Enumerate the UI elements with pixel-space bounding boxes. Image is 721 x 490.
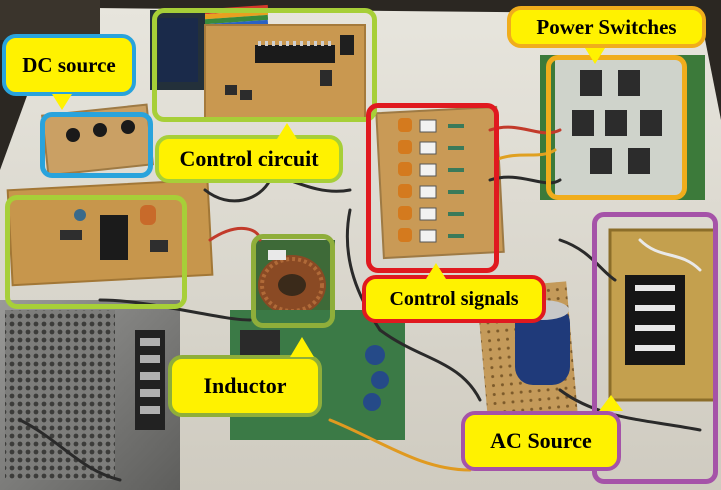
control-circuit-label: Control circuit: [179, 146, 319, 171]
inductor-label: Inductor: [203, 373, 287, 398]
inductor-outline: [251, 234, 335, 328]
dc-source-board: [41, 103, 154, 177]
driver-board-outline: [5, 195, 187, 309]
control-circuit-outline: [152, 8, 377, 122]
dc-source-outline: [40, 112, 153, 178]
inductor-callout-tail: [290, 337, 314, 357]
ac-source-label: AC Source: [490, 428, 592, 453]
ac-source-callout: AC Source: [461, 395, 623, 471]
dc-source-callout: DC source: [2, 34, 136, 110]
ac-source-outline: [592, 212, 718, 484]
power-switches-callout: Power Switches: [507, 6, 706, 64]
driver-board-left: [6, 178, 214, 287]
control-signals-callout-tail: [426, 263, 446, 279]
power-switches-label: Power Switches: [536, 14, 677, 39]
power-switches-outline: [546, 55, 687, 200]
control-circuit-callout: Control circuit: [155, 123, 343, 183]
control-circuit-callout-tail: [277, 123, 297, 139]
dc-source-label: DC source: [22, 52, 116, 77]
power-switches-callout-tail: [585, 48, 605, 64]
power-supply-unit: [0, 300, 180, 490]
power-switches-board: [540, 55, 705, 200]
ac-source-callout-tail: [599, 395, 623, 411]
dc-source-callout-tail: [52, 94, 72, 110]
inductor-callout: Inductor: [168, 337, 322, 417]
control-signals-outline: [366, 103, 499, 273]
transformer: [608, 228, 717, 402]
control-signals-label: Control signals: [389, 287, 519, 310]
control-signals-board: [375, 105, 505, 260]
control-signals-callout: Control signals: [362, 263, 546, 323]
